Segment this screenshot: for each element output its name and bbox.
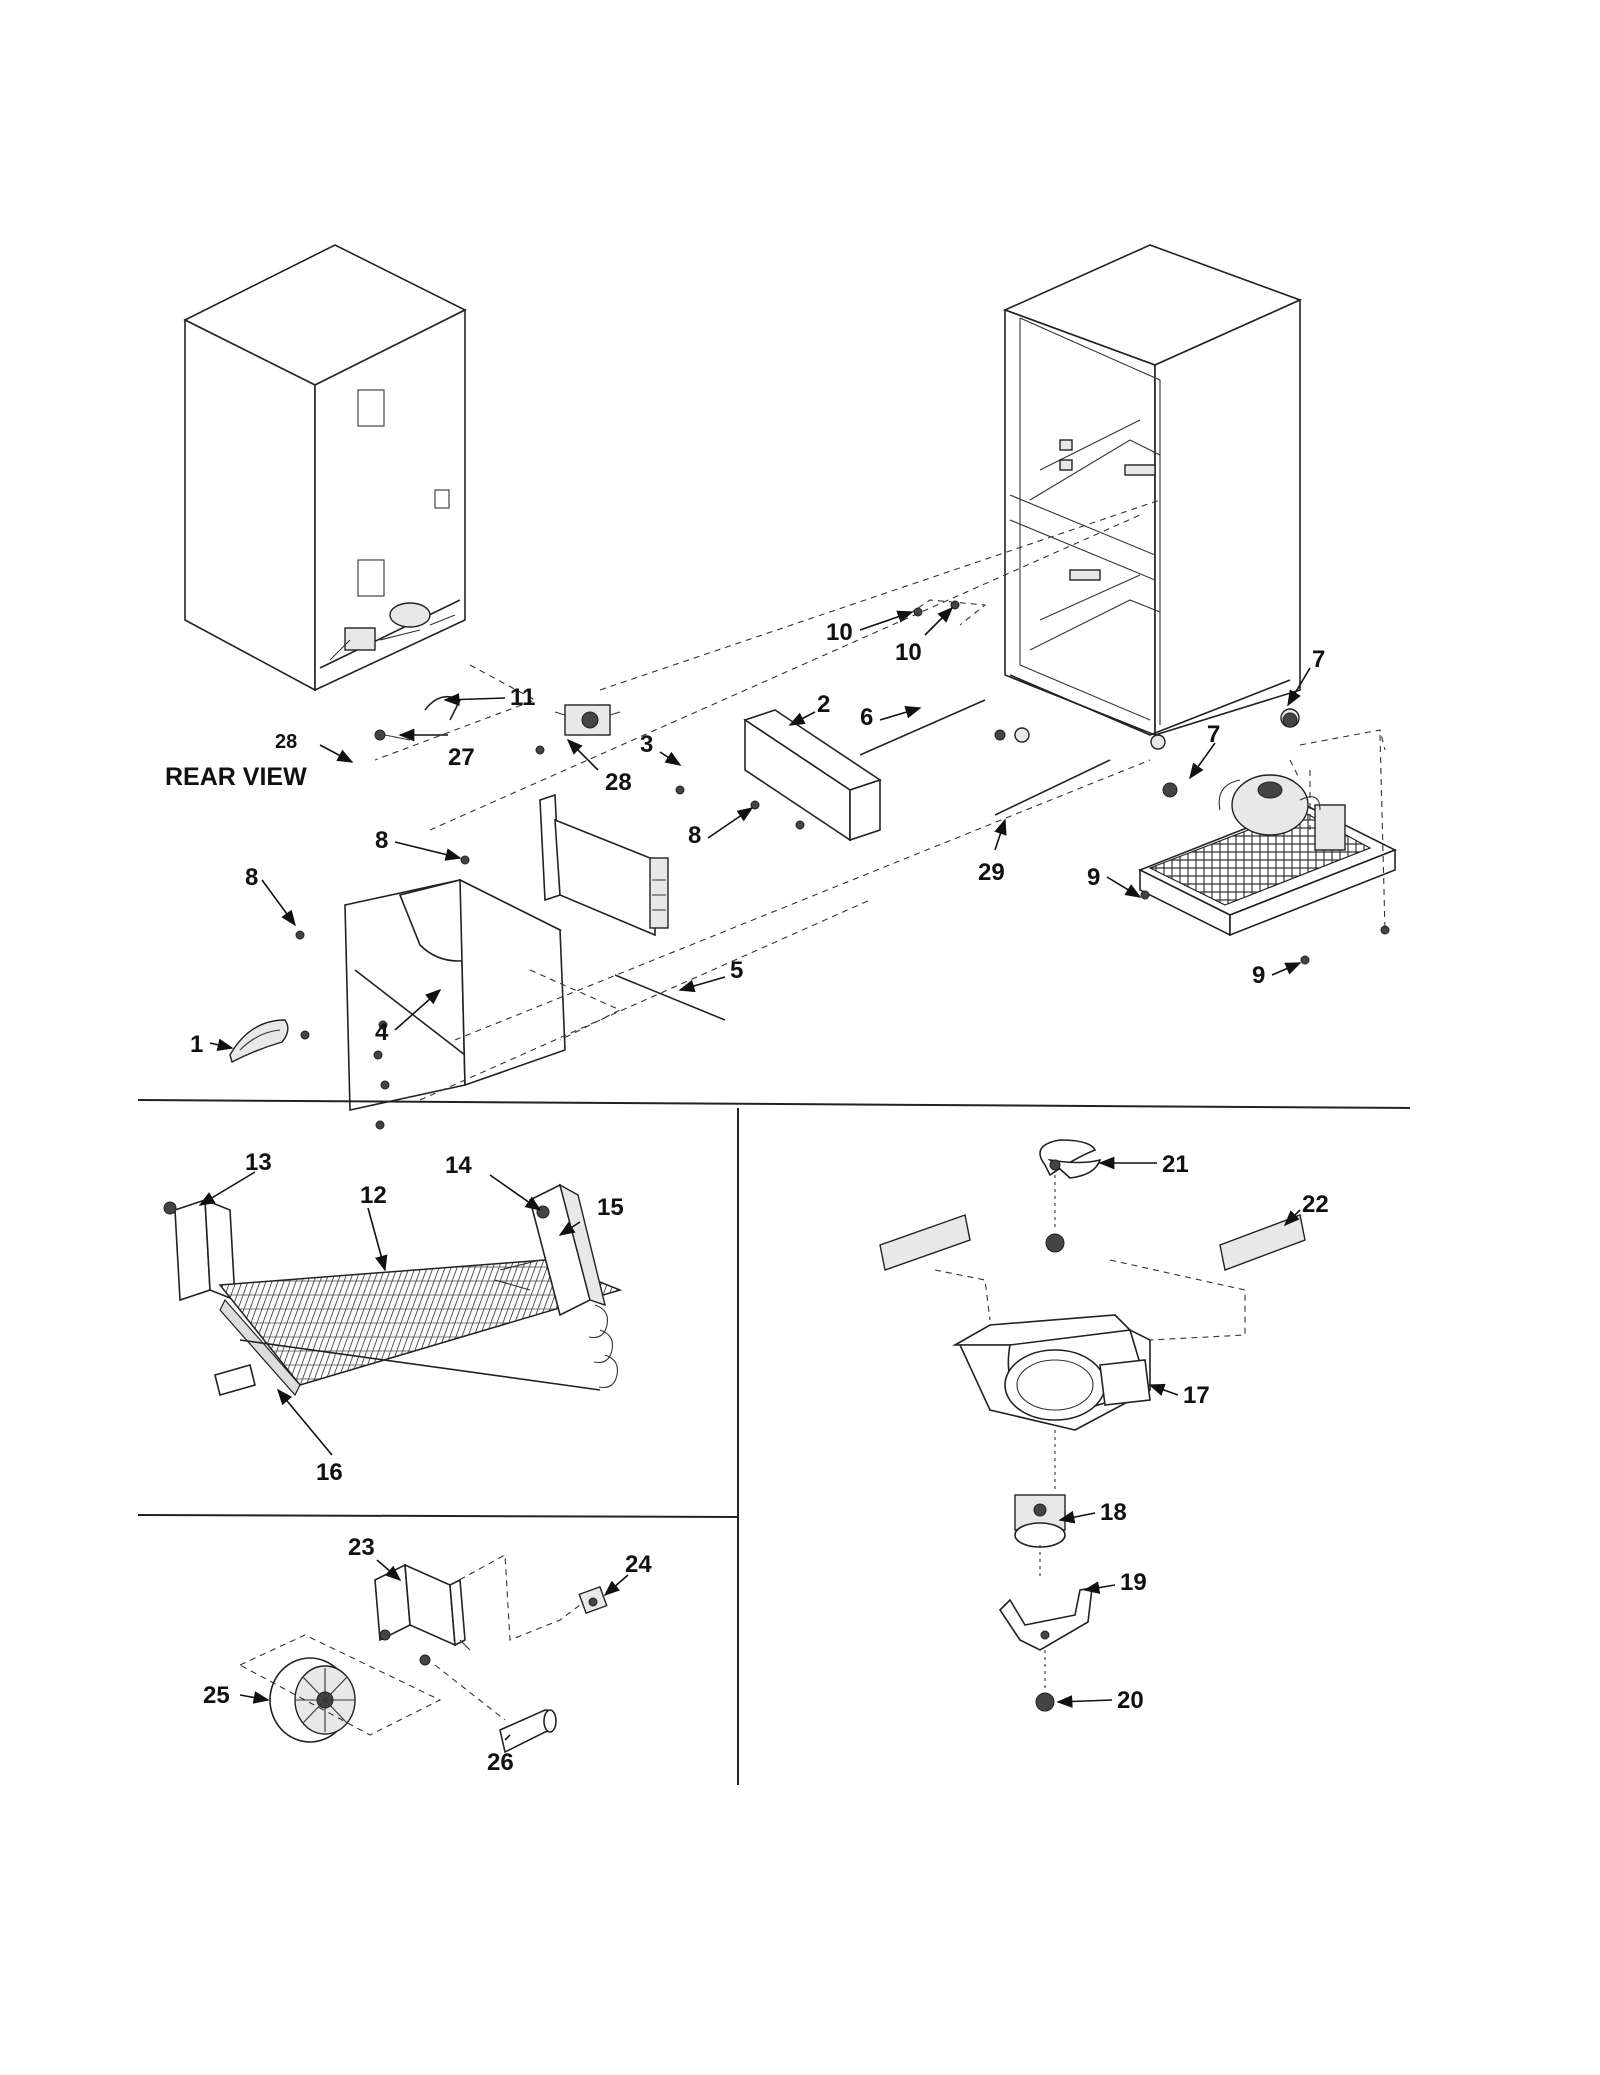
fan-assembly bbox=[879, 1139, 1306, 1712]
callout-26: 26 bbox=[487, 1749, 514, 1776]
callout-5: 5 bbox=[730, 957, 743, 984]
callout-15: 15 bbox=[597, 1194, 624, 1221]
callout-20: 20 bbox=[1117, 1687, 1144, 1714]
callout-2: 2 bbox=[817, 691, 830, 718]
assembly-guide-lines-caster bbox=[238, 1554, 581, 1736]
callout-22: 22 bbox=[1302, 1191, 1329, 1218]
section-divider-lower-left bbox=[137, 1514, 739, 1518]
callout-16: 16 bbox=[316, 1459, 343, 1486]
front-view-cabinet bbox=[1002, 244, 1303, 750]
part-1-toe-grille-cap bbox=[229, 1019, 289, 1064]
callout-8a: 8 bbox=[375, 827, 388, 854]
callout-10b: 10 bbox=[895, 639, 922, 666]
callout-23: 23 bbox=[348, 1534, 375, 1561]
callout-14: 14 bbox=[445, 1152, 472, 1179]
assembly-guide-lines-top bbox=[374, 499, 1386, 1101]
callout-28b: 28 bbox=[605, 769, 632, 796]
callout-8b: 8 bbox=[245, 864, 258, 891]
callout-leaders bbox=[198, 606, 1311, 1741]
part-4-base-panel bbox=[344, 878, 566, 1111]
callout-18: 18 bbox=[1100, 1499, 1127, 1526]
part-6-rod bbox=[859, 699, 986, 756]
part-2-shroud bbox=[743, 709, 882, 842]
assembly-guide-lines-fan bbox=[934, 1259, 1246, 1341]
callout-21: 21 bbox=[1162, 1151, 1189, 1178]
caster-assembly bbox=[269, 1563, 608, 1754]
rear-view-title: REAR VIEW bbox=[165, 763, 307, 791]
condenser-shroud-bracket bbox=[539, 793, 669, 937]
callout-labels: 1 2 3 4 5 6 7 7 8 8 8 9 9 10 10 11 12 13… bbox=[190, 619, 1329, 1776]
callout-7a: 7 bbox=[1312, 646, 1325, 673]
evaporator-assembly bbox=[163, 1183, 623, 1397]
callout-8c: 8 bbox=[688, 822, 701, 849]
section-divider-horizontal bbox=[137, 1099, 1411, 1109]
callout-29: 29 bbox=[978, 859, 1005, 886]
compressor-condenser-base bbox=[1138, 774, 1397, 937]
callout-1: 1 bbox=[190, 1031, 203, 1058]
callout-28a: 28 bbox=[275, 731, 297, 753]
part-28-fan-motor bbox=[554, 704, 621, 736]
part-29-rod bbox=[994, 759, 1111, 816]
callout-10a: 10 bbox=[826, 619, 853, 646]
callout-25: 25 bbox=[203, 1682, 230, 1709]
callout-27: 27 bbox=[448, 744, 475, 771]
callout-4: 4 bbox=[375, 1019, 389, 1046]
callout-9a: 9 bbox=[1087, 864, 1100, 891]
callout-13: 13 bbox=[245, 1149, 272, 1176]
callout-11: 11 bbox=[510, 684, 535, 711]
part-5-rod bbox=[614, 974, 726, 1021]
callout-17: 17 bbox=[1183, 1382, 1210, 1409]
callout-19: 19 bbox=[1120, 1569, 1147, 1596]
callout-12: 12 bbox=[360, 1182, 387, 1209]
callout-3: 3 bbox=[640, 731, 653, 758]
callout-7b: 7 bbox=[1207, 721, 1220, 748]
callout-9b: 9 bbox=[1252, 962, 1265, 989]
callout-24: 24 bbox=[625, 1551, 652, 1578]
rear-view-cabinet bbox=[183, 244, 467, 692]
callout-6: 6 bbox=[860, 704, 873, 731]
